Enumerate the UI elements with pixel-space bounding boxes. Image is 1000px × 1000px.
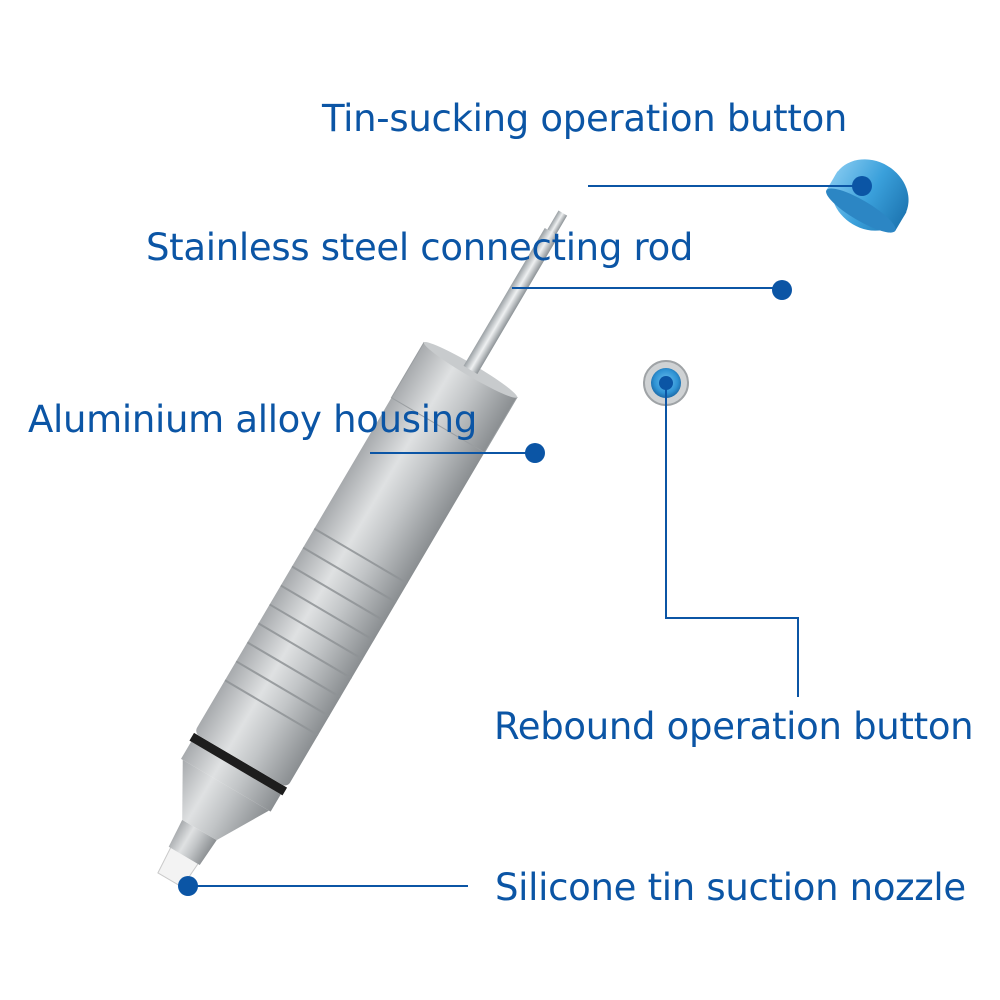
leader-lines [188,185,860,887]
o-ring [189,732,288,796]
tin-sucking-button [826,159,909,233]
connecting-rod [463,210,568,374]
callout-dots [178,176,872,896]
dot-nozzle [178,876,198,896]
aluminium-housing [196,341,518,786]
label-rebound-button: Rebound operation button [494,705,974,748]
dot-housing [525,443,545,463]
dot-tin-button [852,176,872,196]
label-tin-sucking-button: Tin-sucking operation button [322,97,848,140]
dot-rebound [659,376,673,390]
metal-nozzle [168,741,281,866]
label-housing: Aluminium alloy housing [28,398,478,441]
dot-rod [772,280,792,300]
label-connecting-rod: Stainless steel connecting rod [146,226,694,269]
label-nozzle: Silicone tin suction nozzle [495,866,966,909]
